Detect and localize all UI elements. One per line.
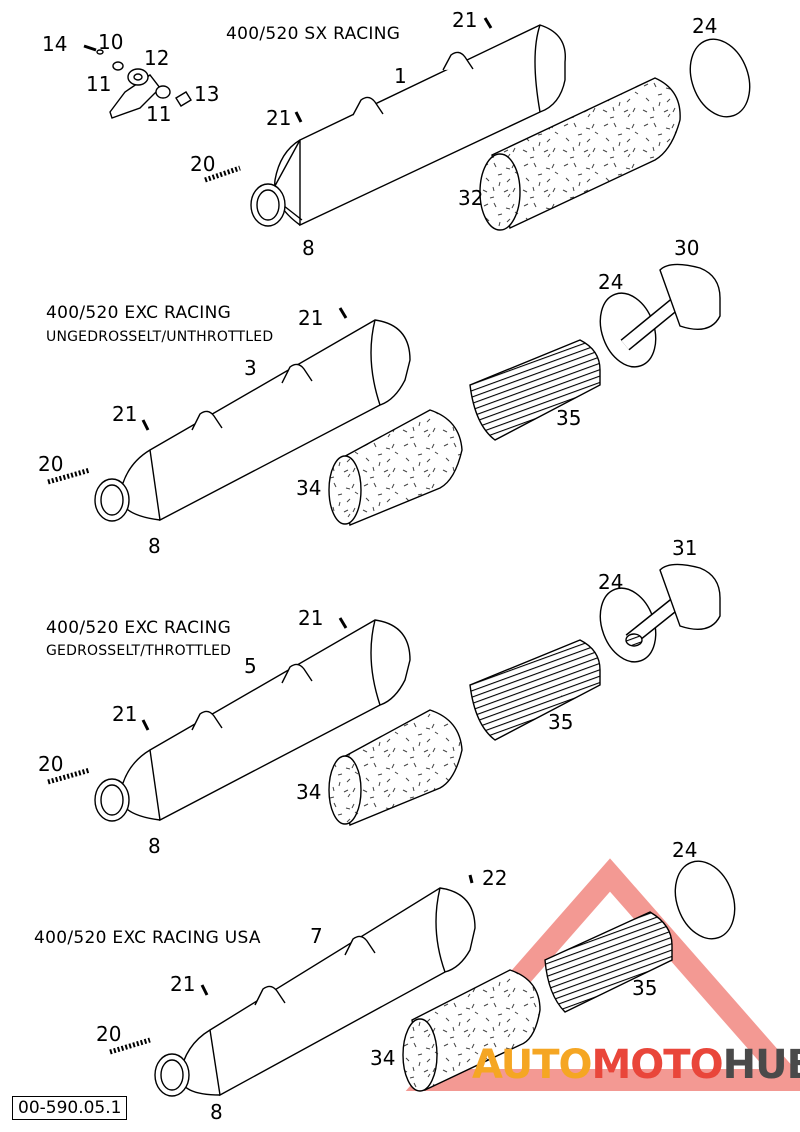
watermark-part-1: AUTO xyxy=(472,1042,592,1088)
callout-label: 34 xyxy=(296,780,322,804)
callout-label: 34 xyxy=(370,1046,396,1070)
callout-label: 20 xyxy=(190,152,216,176)
silencer-exc-throttled xyxy=(47,563,721,826)
callout-label: 21 xyxy=(452,8,478,32)
callout-label: 8 xyxy=(302,236,315,260)
group-subtitle-exc-throttled: GEDROSSELT/THROTTLED xyxy=(46,643,232,659)
callout-label: 1 xyxy=(394,64,407,88)
watermark-part-3: HUB xyxy=(722,1042,800,1088)
callout-label: 35 xyxy=(632,976,658,1000)
callout-label: 5 xyxy=(244,654,257,678)
callout-label: 11 xyxy=(146,102,172,126)
callout-label: 7 xyxy=(310,924,323,948)
callout-label: 21 xyxy=(112,702,138,726)
callout-label: 8 xyxy=(148,534,161,558)
group-title-exc-usa: 400/520 EXC RACING USA xyxy=(34,928,261,948)
callout-label: 32 xyxy=(458,186,484,210)
callout-label: 10 xyxy=(98,30,124,54)
group-title-exc-throttled: 400/520 EXC RACING xyxy=(46,618,232,638)
callout-label: 34 xyxy=(296,476,322,500)
callout-label: 24 xyxy=(672,838,698,862)
callout-label: 20 xyxy=(96,1022,122,1046)
callout-label: 20 xyxy=(38,752,64,776)
callout-label: 35 xyxy=(556,406,582,430)
callout-label: 13 xyxy=(194,82,220,106)
callout-label: 21 xyxy=(298,606,324,630)
callout-label: 24 xyxy=(598,570,624,594)
callout-label: 14 xyxy=(42,32,68,56)
group-title-sx: 400/520 SX RACING xyxy=(226,24,401,44)
callout-label: 21 xyxy=(266,106,292,130)
callout-label: 21 xyxy=(170,972,196,996)
callout-label: 3 xyxy=(244,356,257,380)
silencer-exc-unthrottled xyxy=(47,263,721,526)
silencer-exc-usa xyxy=(109,860,736,1097)
group-title-exc-unthrottled: 400/520 EXC RACING xyxy=(46,303,232,323)
watermark-logo: AUTOMOTOHUB xyxy=(472,1042,800,1088)
callout-label: 30 xyxy=(674,236,700,260)
callout-label: 11 xyxy=(86,72,112,96)
group-subtitle-exc-unthrottled: UNGEDROSSELT/UNTHROTTLED xyxy=(46,329,274,345)
watermark-part-2: MOTO xyxy=(591,1042,724,1088)
callout-label: 21 xyxy=(112,402,138,426)
callout-label: 12 xyxy=(144,46,170,70)
callout-label: 8 xyxy=(148,834,161,858)
document-number: 00-590.05.1 xyxy=(12,1096,128,1120)
silencer-sx xyxy=(83,17,751,231)
callout-label: 31 xyxy=(672,536,698,560)
callout-label: 35 xyxy=(548,710,574,734)
callout-label: 22 xyxy=(482,866,508,890)
callout-label: 21 xyxy=(298,306,324,330)
callout-label: 24 xyxy=(692,14,718,38)
callout-label: 8 xyxy=(210,1100,223,1124)
callout-label: 24 xyxy=(598,270,624,294)
callout-label: 20 xyxy=(38,452,64,476)
